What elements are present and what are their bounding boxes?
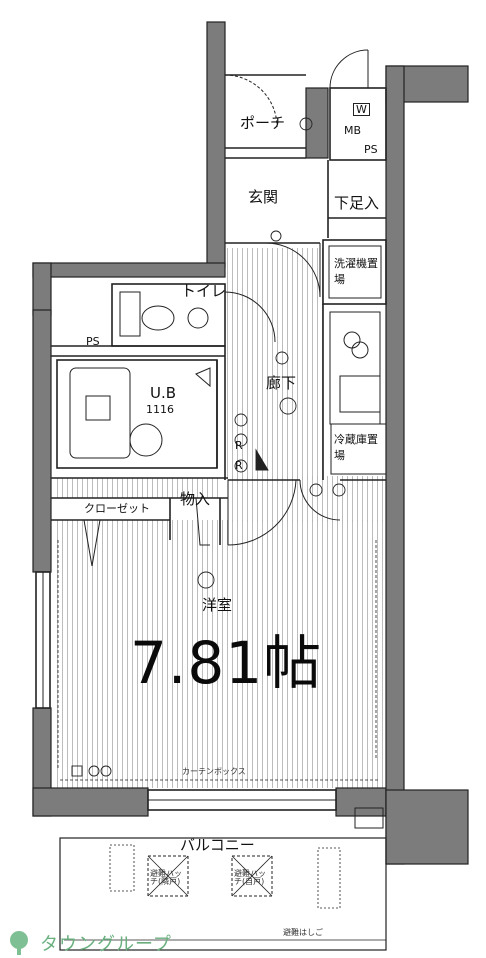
- bath-size-label: 1116: [146, 403, 174, 416]
- flooring: [55, 248, 385, 788]
- evac-hatch-1-label: 避難ハッチ(隣戸): [150, 869, 182, 886]
- shoe-storage-label: 下足入: [334, 194, 380, 212]
- ps-top-label: PS: [364, 143, 378, 156]
- fridge-space-label: 冷蔵庫置場: [334, 433, 378, 462]
- fixture-symbols: [71, 117, 346, 777]
- curtain-box-label: カーテンボックス: [182, 767, 246, 776]
- hatch-note-label: 避難はしご: [283, 928, 323, 937]
- storage-label: 物入: [180, 490, 211, 508]
- ps-left-label: PS: [86, 335, 100, 348]
- mb-label: MB: [344, 124, 362, 137]
- western-room-label: 洋室: [202, 596, 233, 614]
- company-logo: タウングループ: [4, 930, 172, 956]
- tree-logo-icon: [10, 931, 28, 955]
- toilet-label: トイレ: [181, 282, 227, 300]
- washer-label: W: [353, 103, 370, 116]
- structural-walls: [32, 21, 469, 865]
- entrance-label: 玄関: [248, 188, 279, 206]
- r-label-2: R: [235, 459, 243, 472]
- washer-space-label: 洗濯機置場: [334, 257, 378, 286]
- porch-label: ポーチ: [240, 114, 286, 132]
- closet-label: クローゼット: [84, 502, 150, 515]
- evac-hatch-2-label: 避難ハッチ(自戸): [234, 869, 266, 886]
- hallway-label: 廊下: [266, 374, 297, 392]
- r-label-1: R: [235, 439, 243, 452]
- door-swings: [83, 49, 369, 567]
- interior-walls: [35, 74, 387, 951]
- logo-text: タウングループ: [40, 934, 172, 955]
- bath-label: U.B: [150, 384, 177, 402]
- balcony-label: バルコニー: [180, 836, 255, 854]
- room-size-label: 7.81帖: [130, 629, 323, 697]
